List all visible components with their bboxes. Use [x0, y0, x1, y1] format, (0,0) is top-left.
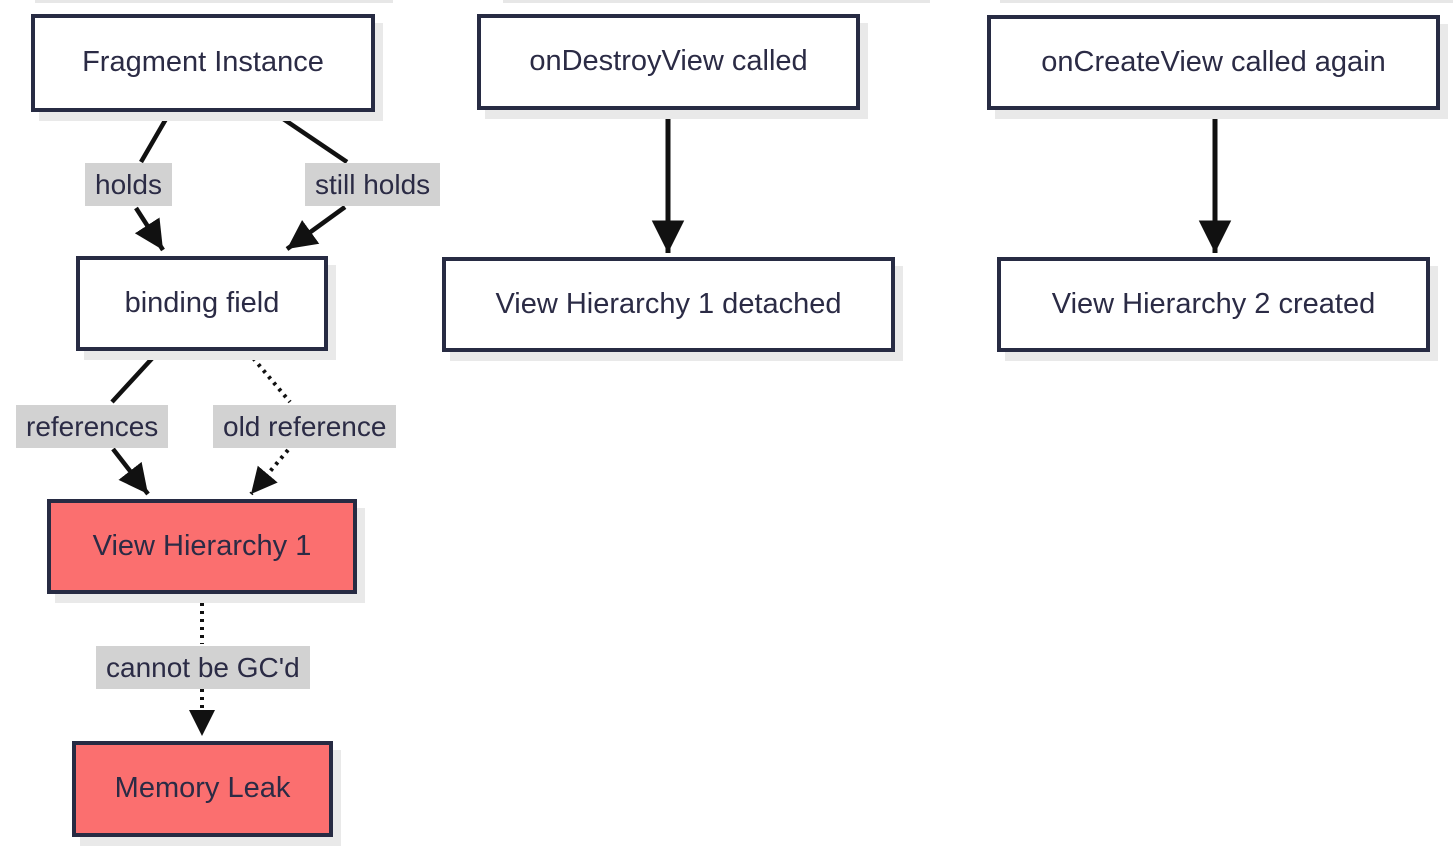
node-view-hierarchy-1-detached-label: View Hierarchy 1 detached: [495, 287, 842, 320]
node-fragment-instance-label: Fragment Instance: [82, 46, 324, 79]
node-memory-leak-label: Memory Leak: [114, 772, 291, 805]
node-view-hierarchy-2-created-label: View Hierarchy 2 created: [1051, 287, 1376, 320]
edge-holds-upper: [139, 110, 172, 164]
edge-label-references: references: [16, 405, 169, 448]
cropped-shadow-right: [1000, 0, 1453, 3]
edge-label-still-holds: still holds: [305, 163, 441, 206]
edge-label-holds: holds: [85, 163, 172, 206]
node-view-hierarchy-2-created: View Hierarchy 2 created: [997, 257, 1430, 352]
cropped-shadow-left: [35, 0, 393, 3]
edge-still-holds-lower: [285, 205, 347, 251]
node-view-hierarchy-1-label: View Hierarchy 1: [92, 529, 312, 562]
edge-references-lower: [111, 447, 150, 496]
node-ondestroyview-called-label: onDestroyView called: [529, 45, 808, 78]
node-binding-field-label: binding field: [124, 286, 280, 319]
node-oncreateview-called-again: onCreateView called again: [987, 15, 1440, 110]
node-memory-leak: Memory Leak: [72, 741, 333, 837]
edge-holds-lower: [134, 206, 165, 252]
edge-label-old-reference: old reference: [213, 405, 397, 448]
edge-still-holds-upper: [271, 110, 349, 164]
node-oncreateview-called-again-label: onCreateView called again: [1041, 45, 1386, 78]
node-view-hierarchy-1-detached: View Hierarchy 1 detached: [442, 257, 895, 352]
edge-references-upper: [110, 350, 160, 404]
edge-old-reference-upper: [246, 350, 292, 404]
node-fragment-instance: Fragment Instance: [31, 14, 375, 112]
edge-label-cannot-be-gcd: cannot be GC'd: [96, 646, 310, 689]
cropped-shadow-middle: [503, 0, 930, 3]
node-binding-field: binding field: [76, 256, 328, 351]
node-view-hierarchy-1: View Hierarchy 1: [47, 499, 357, 594]
edge-old-reference-lower: [249, 448, 290, 496]
node-ondestroyview-called: onDestroyView called: [477, 14, 860, 110]
